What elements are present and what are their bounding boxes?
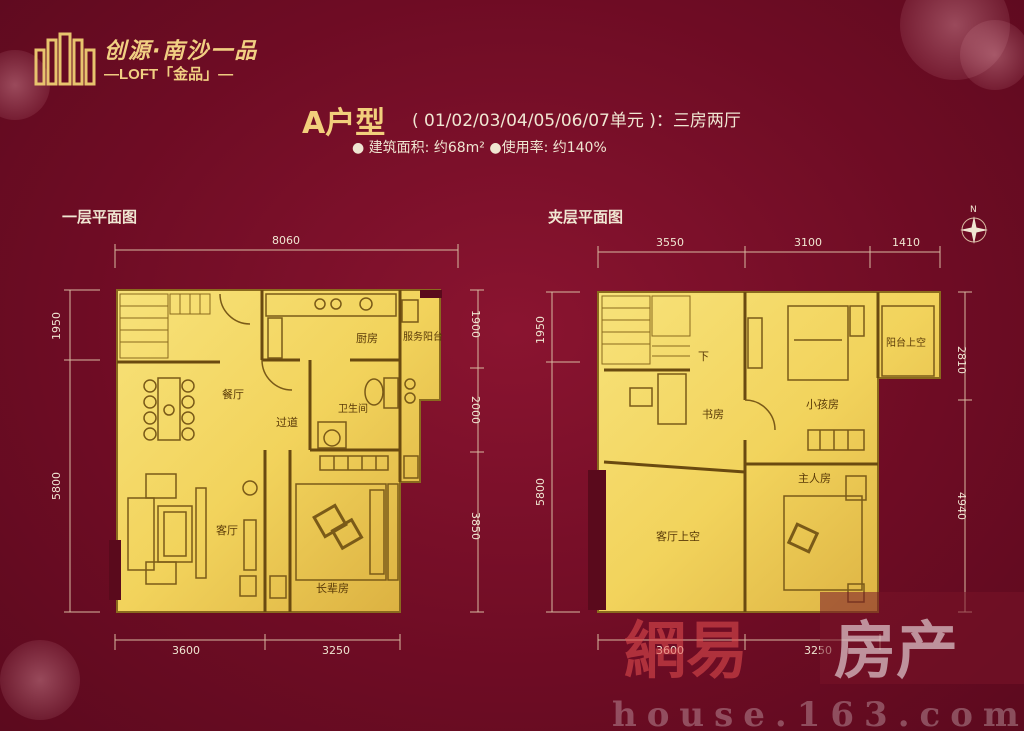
plan1-dim-bottom-left: 3600 [172, 644, 200, 657]
plan2-dimension-lines [546, 246, 972, 650]
plan2-dim-top-3: 1410 [892, 236, 920, 249]
sofa-set [127, 473, 207, 585]
room-label-bathroom: 卫生间 [338, 402, 368, 415]
room-label-kids-room: 小孩房 [806, 398, 839, 411]
plan1-dim-left-bottom: 5800 [50, 472, 63, 500]
watermark-cn-2: 房产 [834, 614, 958, 687]
plan2-dim-left-top: 1950 [534, 316, 547, 344]
plan1-dim-right-2: 2000 [469, 396, 482, 424]
room-label-living: 客厅 [216, 523, 238, 537]
compass-icon [960, 216, 988, 244]
unit-list: ( 01/02/03/04/05/06/07单元 )：三房两厅 [412, 111, 741, 131]
plan1-dim-right-1: 1900 [469, 310, 482, 338]
plan2-dim-top-2: 3100 [794, 236, 822, 249]
stairs [601, 295, 691, 365]
room-label-corridor: 过道 [276, 415, 298, 429]
watermark-url: house.163.com [612, 695, 1024, 731]
stairs [119, 293, 211, 359]
plan1-dim-bottom-right: 3250 [322, 644, 350, 657]
service-balcony-fixtures [401, 299, 419, 479]
kitchen-counter [265, 293, 397, 359]
elder-room-bed [295, 455, 399, 581]
brand-name: 创源·南沙一品 [104, 39, 259, 64]
plan1-dim-top: 8060 [272, 234, 300, 247]
bathroom-fixtures [317, 377, 399, 449]
plan2-dim-bottom-left: 3600 [656, 644, 684, 657]
study-desk [629, 373, 776, 431]
room-label-balcony-void: 阳台上空 [886, 336, 926, 349]
plan1-dim-right-3: 3850 [469, 512, 482, 540]
brand-subtitle: —LOFT「金品」— [104, 66, 234, 83]
dining-table [143, 377, 195, 441]
plan2-label: 夹层平面图 [548, 208, 624, 226]
room-label-dining: 餐厅 [222, 387, 244, 401]
room-label-living-void: 客厅上空 [656, 529, 700, 543]
unit-type-title: A户型 [302, 106, 386, 141]
kids-room-bed [747, 305, 935, 381]
room-label-master-room: 主人房 [798, 472, 831, 485]
area-info: ● 建筑面积: 约68m² ●使用率: 约140% [352, 140, 607, 156]
room-label-elder-room: 长辈房 [316, 581, 349, 595]
watermark-cn-1: 網易 [624, 614, 748, 687]
plan2-dim-left-bottom: 5800 [534, 478, 547, 506]
compass-north: N [970, 205, 977, 215]
room-label-down: 下 [698, 350, 709, 363]
master-room-bed [783, 429, 867, 603]
wall-block [420, 290, 442, 298]
plan1-label: 一层平面图 [62, 208, 138, 226]
wall-block [588, 470, 606, 610]
watermark-box [820, 592, 1024, 684]
plan2-walls [603, 292, 880, 612]
plan2-dim-top-1: 3550 [656, 236, 684, 249]
plan2-dim-right-top: 2810 [955, 346, 968, 374]
plan2-dim-right-bottom: 4940 [955, 492, 968, 520]
wall-block [109, 540, 121, 600]
room-label-service-balcony: 服务阳台 [403, 330, 443, 343]
room-label-kitchen: 厨房 [356, 332, 378, 345]
plan1-dimension-lines [64, 244, 484, 650]
room-label-study: 书房 [702, 408, 724, 421]
bokeh-light [0, 640, 80, 720]
bokeh-light [960, 20, 1024, 90]
plan1-dim-left-top: 1950 [50, 312, 63, 340]
living-misc [219, 293, 293, 599]
logo-icon [34, 32, 96, 86]
plan1-walls [117, 290, 402, 612]
